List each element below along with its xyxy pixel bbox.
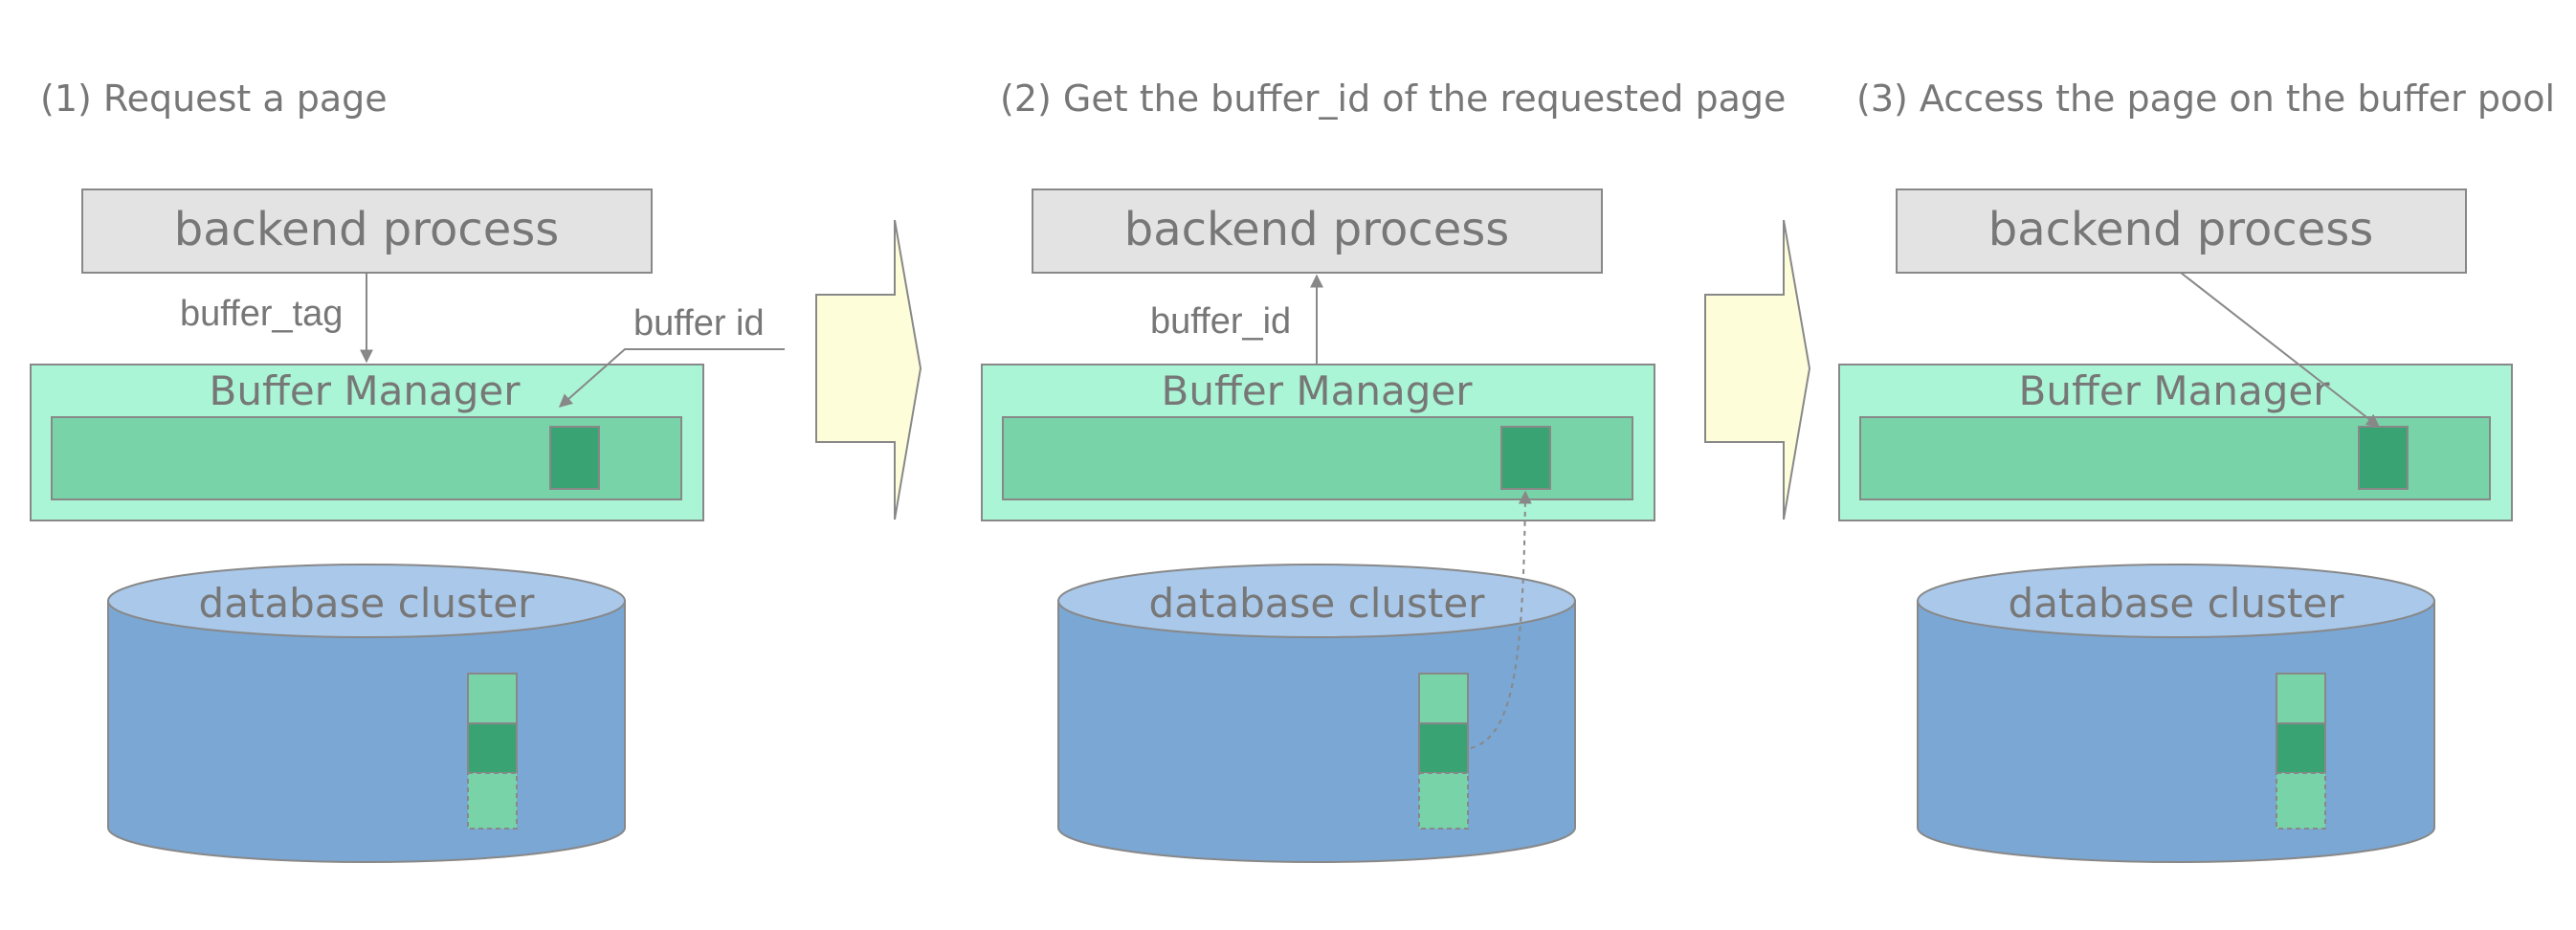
panel-1-buffer-slot xyxy=(549,426,600,490)
panel-2-page-requested xyxy=(1418,722,1469,774)
panel-2-buffer-slot xyxy=(1500,426,1551,490)
panel-1-buffer-id-label: buffer id xyxy=(633,303,765,343)
panel-1-page-upper xyxy=(467,673,518,724)
panel-2-buffer-id-label: buffer_id xyxy=(1150,301,1291,342)
panel-1-buffer-id-arrow xyxy=(558,348,785,408)
transition-arrow-2 xyxy=(1704,219,1811,520)
panel-3-page-requested xyxy=(2276,722,2326,774)
panel-3-caption: (3) Access the page on the buffer pool xyxy=(1856,78,2555,120)
panel-3-database-cylinder-body xyxy=(1917,600,2435,863)
panel-3-page-lower xyxy=(2276,772,2326,830)
panel-1-database-cylinder-body xyxy=(107,600,626,863)
panel-3-access-arrow xyxy=(2180,272,2381,428)
panel-2-backend-process-label: backend process xyxy=(1124,203,1510,256)
panel-2-buffer-manager-label: Buffer Manager xyxy=(1162,367,1474,414)
panel-3-database-label: database cluster xyxy=(2009,580,2345,627)
panel-3: (3) Access the page on the buffer pool b… xyxy=(1838,78,2555,863)
panel-3-buffer-manager-label: Buffer Manager xyxy=(2019,367,2331,414)
panel-3-page-upper xyxy=(2276,673,2326,724)
panel-1-buffer-manager-label: Buffer Manager xyxy=(210,367,522,414)
panel-2-database-cylinder-body xyxy=(1057,600,1576,863)
panel-1-caption: (1) Request a page xyxy=(40,78,388,120)
panel-1-page-requested xyxy=(467,722,518,774)
panel-3-backend-process-box xyxy=(1896,188,2467,274)
panel-2-page-upper xyxy=(1418,673,1469,724)
panel-1-backend-process-box xyxy=(81,188,653,274)
transition-arrow-1 xyxy=(815,219,922,520)
panel-1-database-label: database cluster xyxy=(199,580,536,627)
panel-1-backend-process-label: backend process xyxy=(174,203,560,256)
panel-2-database-cylinder-top xyxy=(1057,564,1576,638)
panel-1-database-cylinder-top xyxy=(107,564,626,638)
panel-2-backend-process-box xyxy=(1032,188,1603,274)
panel-2-database-label: database cluster xyxy=(1149,580,1486,627)
panel-1-buffer-tag-label: buffer_tag xyxy=(180,294,343,334)
panel-1: (1) Request a page backend process Buffe… xyxy=(30,78,785,863)
panel-2-page-lower xyxy=(1418,772,1469,830)
panel-3-backend-process-label: backend process xyxy=(1988,203,2374,256)
panel-2-caption: (2) Get the buffer_id of the requested p… xyxy=(1000,78,1786,120)
panel-2: (2) Get the buffer_id of the requested p… xyxy=(981,78,1786,863)
panel-3-database-cylinder-top xyxy=(1917,564,2435,638)
panel-3-buffer-slot xyxy=(2358,426,2409,490)
panel-1-page-lower xyxy=(467,772,518,830)
